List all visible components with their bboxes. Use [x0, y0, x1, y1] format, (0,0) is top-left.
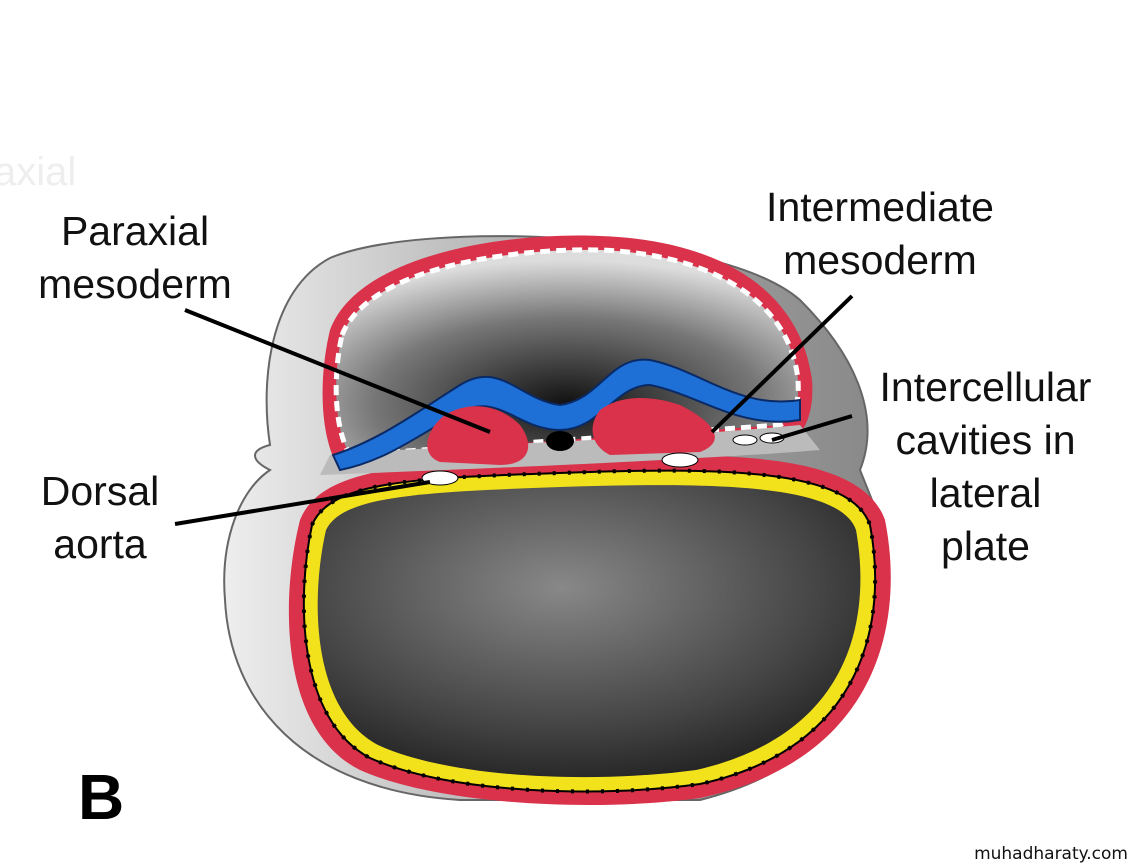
label-line: cavities in [895, 417, 1076, 463]
notochord [546, 431, 574, 451]
label-line: Intermediate [766, 184, 994, 230]
leader-paraxial [184, 308, 491, 434]
ghost-text: axial [0, 150, 77, 194]
leader-intercellular [771, 414, 853, 442]
watermark: muhadharaty.com [974, 844, 1128, 864]
leader-dorsal-aorta [174, 480, 431, 526]
neural-plate [331, 358, 801, 472]
label-intercellular-cavities: Intercellular cavities in lateral plate [848, 361, 1123, 573]
label-paraxial-mesoderm: Paraxial mesoderm [10, 205, 260, 311]
label-line: aorta [53, 521, 147, 567]
label-line: mesoderm [783, 237, 977, 283]
label-line: plate [941, 523, 1030, 569]
paraxial-mesoderm-left [427, 406, 529, 465]
label-line: Intercellular [879, 364, 1092, 410]
label-line: lateral [929, 470, 1042, 516]
leader-intermediate [710, 294, 854, 434]
label-line: mesoderm [38, 261, 232, 307]
paraxial-mesoderm-right [592, 398, 715, 455]
dorsal-aorta-right [661, 452, 699, 468]
panel-letter: B [78, 761, 125, 833]
label-line: Dorsal [40, 468, 160, 514]
label-dorsal-aorta: Dorsal aorta [15, 465, 185, 571]
dorsal-aorta-left [421, 470, 459, 486]
label-line: Paraxial [60, 208, 210, 254]
label-intermediate-mesoderm: Intermediate mesoderm [730, 181, 1030, 287]
